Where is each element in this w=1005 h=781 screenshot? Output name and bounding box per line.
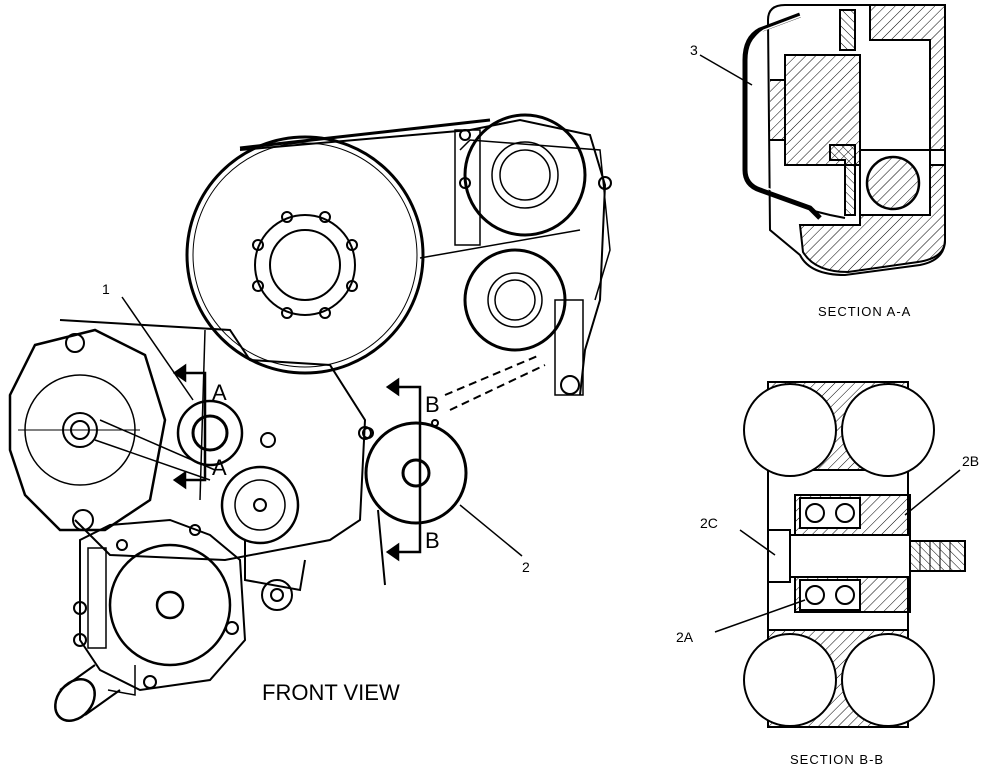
right-pulley (463, 248, 567, 352)
callout-2b: 2B (962, 453, 979, 469)
alternator (8, 328, 167, 532)
front-view-drawing (8, 113, 612, 722)
callout-3: 3 (690, 42, 698, 58)
idler-pulley (364, 421, 468, 525)
section-a-drawing (742, 4, 946, 277)
front-view-title: FRONT VIEW (262, 680, 400, 705)
section-b-title: SECTION B-B (790, 752, 884, 767)
water-pump (79, 518, 247, 692)
marker-a-top: A (212, 380, 227, 405)
cover-3 (742, 12, 822, 220)
crank-pulley (185, 135, 425, 375)
callout-2a: 2A (676, 629, 694, 645)
callout-leaders-front (121, 296, 523, 557)
callout-1: 1 (102, 281, 110, 297)
marker-b-bottom: B (425, 528, 440, 553)
callout-leaders-section-b (714, 469, 961, 633)
section-a-idler (176, 399, 244, 467)
section-b-drawing (743, 381, 966, 728)
upper-right-pulley (463, 113, 587, 237)
section-a-title: SECTION A-A (818, 304, 911, 319)
marker-b-top: B (425, 392, 440, 417)
marker-a-bottom: A (212, 455, 227, 480)
section-marker-b (385, 377, 422, 562)
section-marker-a (172, 363, 207, 490)
callout-2c: 2C (700, 515, 718, 531)
tensioner (220, 465, 300, 545)
callout-2: 2 (522, 559, 530, 575)
callout-3-leader (699, 54, 753, 86)
